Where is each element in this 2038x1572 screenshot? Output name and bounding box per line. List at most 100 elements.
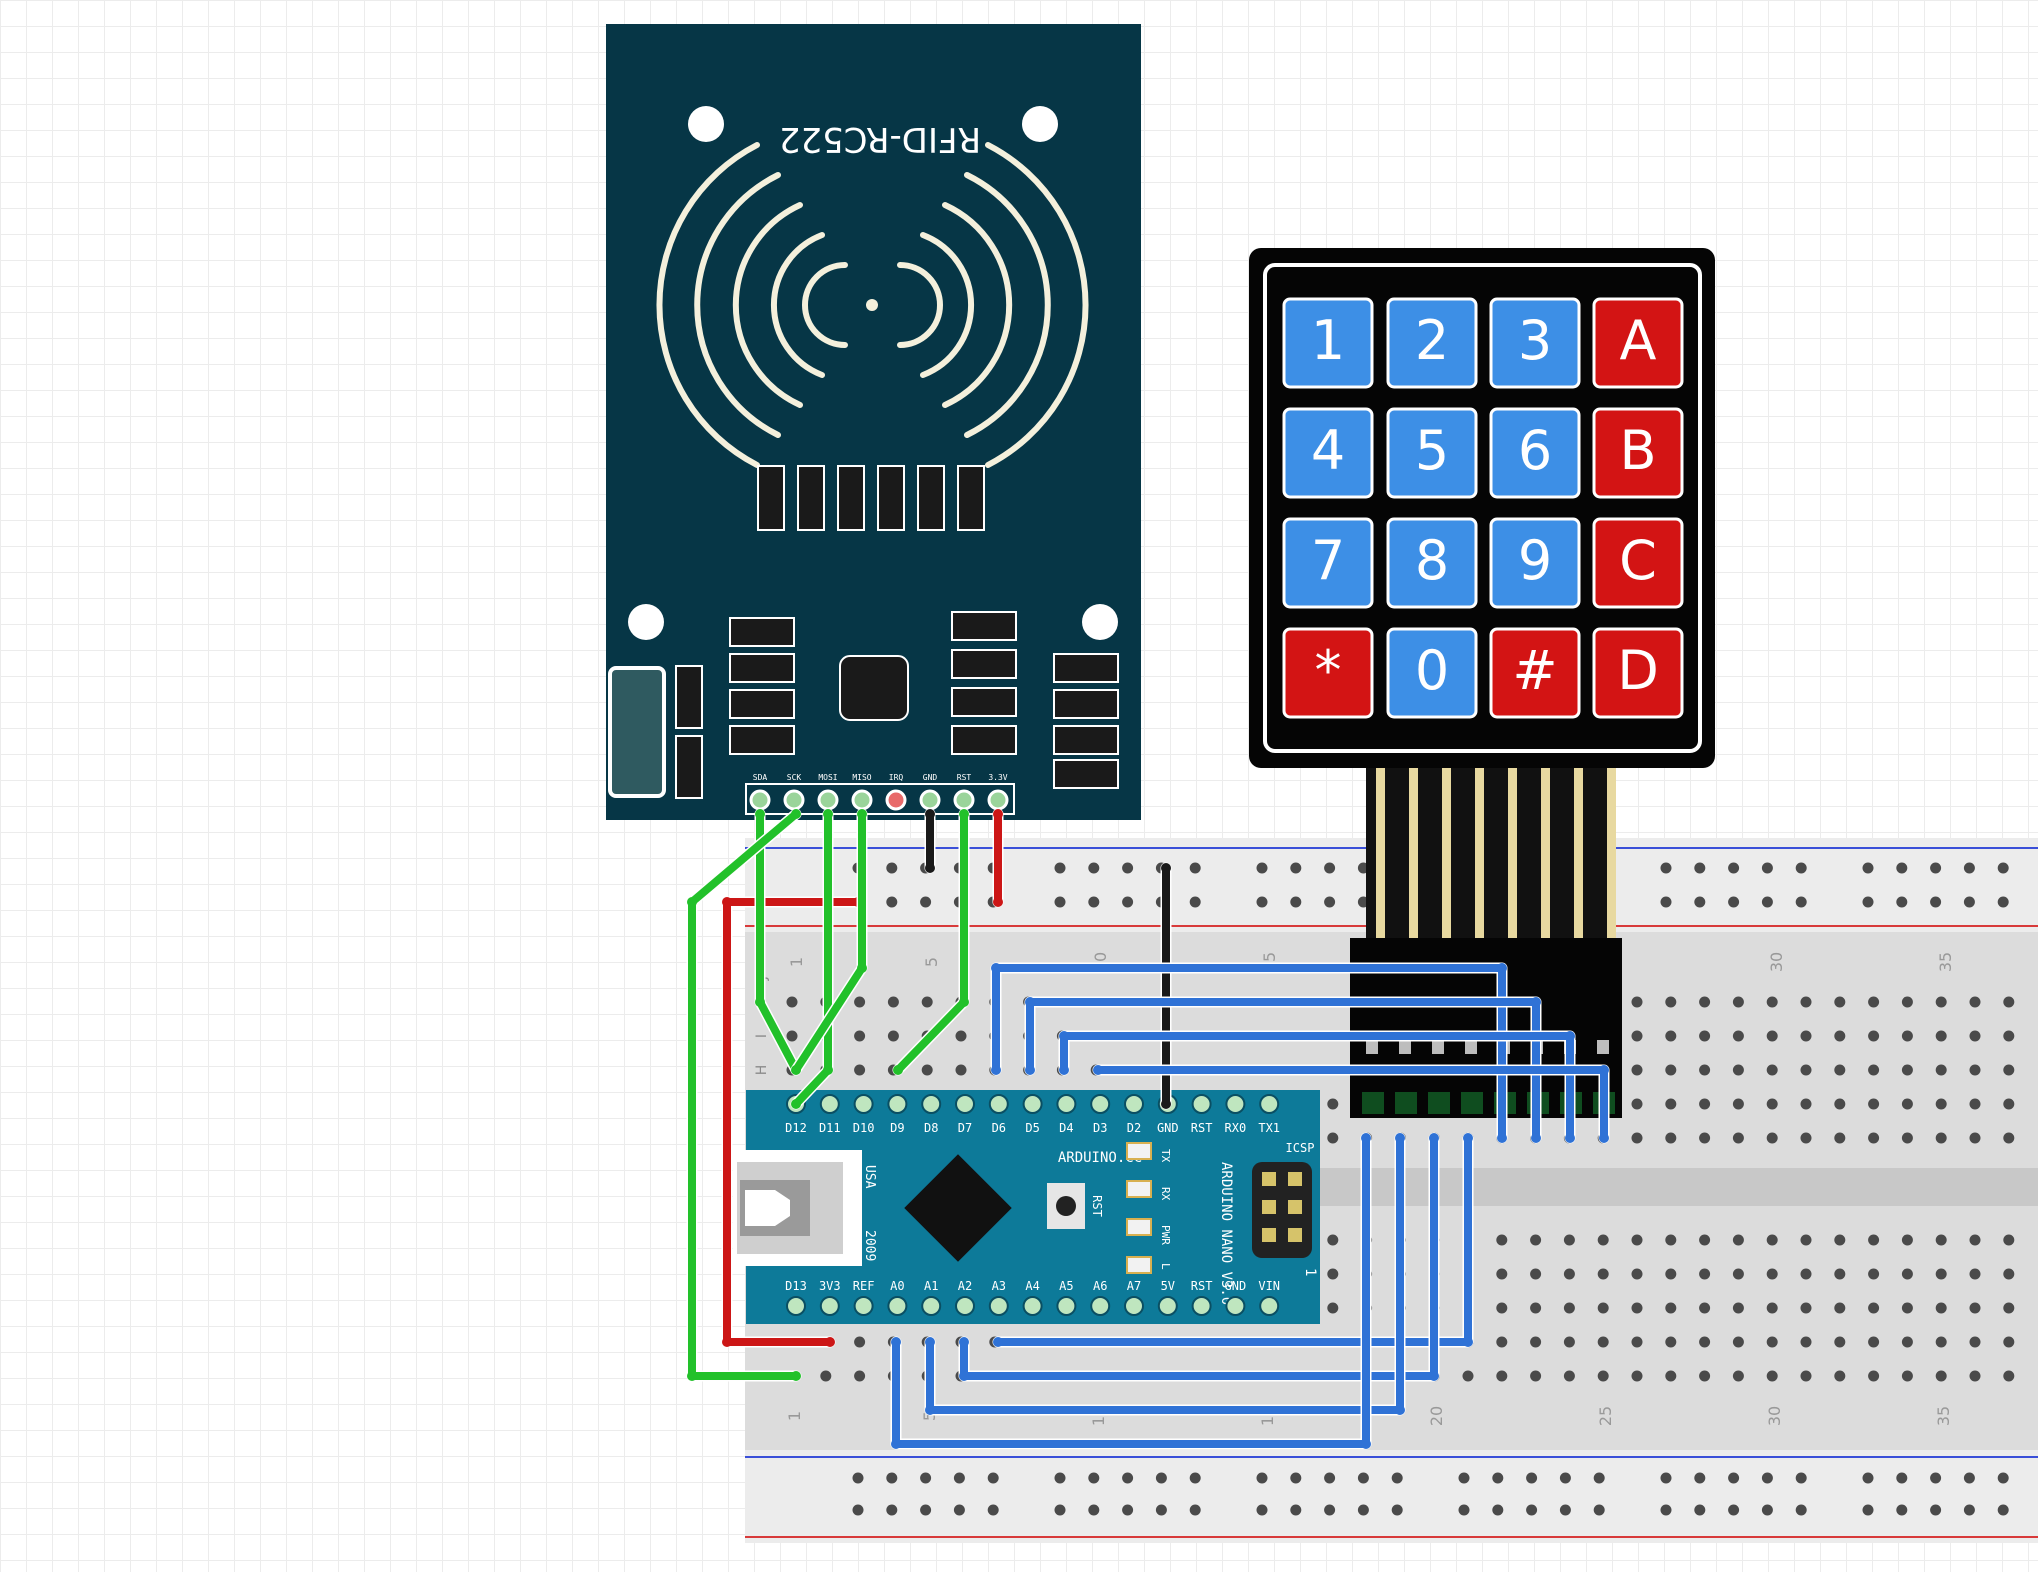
breadboard-hole[interactable]	[1732, 1098, 1744, 1110]
arduino-top-pin[interactable]	[819, 1094, 840, 1114]
breadboard-hole[interactable]	[1896, 896, 1908, 908]
arduino-top-pin[interactable]	[853, 1094, 874, 1114]
breadboard-hole[interactable]	[1901, 996, 1913, 1008]
breadboard-hole[interactable]	[1795, 862, 1807, 874]
breadboard-hole[interactable]	[1969, 1336, 1981, 1348]
breadboard-hole[interactable]	[852, 1504, 864, 1516]
breadboard-hole[interactable]	[1189, 1472, 1201, 1484]
breadboard-hole[interactable]	[1795, 896, 1807, 908]
breadboard-hole[interactable]	[987, 1472, 999, 1484]
keypad-key-cap[interactable]	[1592, 407, 1684, 499]
breadboard-hole[interactable]	[1868, 1336, 1880, 1348]
arduino-bottom-pin[interactable]	[1022, 1296, 1043, 1316]
breadboard-hole[interactable]	[852, 1472, 864, 1484]
breadboard-hole[interactable]	[1256, 1504, 1268, 1516]
breadboard-hole[interactable]	[2003, 1132, 2015, 1144]
breadboard-hole[interactable]	[1963, 1504, 1975, 1516]
breadboard-hole[interactable]	[1766, 1302, 1778, 1314]
breadboard-hole[interactable]	[1699, 1030, 1711, 1042]
breadboard-hole[interactable]	[1800, 1370, 1812, 1382]
keypad-key[interactable]: A	[1592, 297, 1684, 389]
breadboard-hole[interactable]	[1496, 1336, 1508, 1348]
keypad-key[interactable]: 4	[1282, 407, 1374, 499]
breadboard-hole[interactable]	[1665, 1234, 1677, 1246]
breadboard-hole[interactable]	[1563, 1268, 1575, 1280]
breadboard-hole[interactable]	[854, 1336, 866, 1348]
arduino-bottom-pin[interactable]	[1157, 1296, 1178, 1316]
breadboard-hole[interactable]	[1699, 1132, 1711, 1144]
breadboard-hole[interactable]	[1462, 1370, 1474, 1382]
breadboard-hole[interactable]	[1728, 862, 1740, 874]
breadboard-hole[interactable]	[1530, 1370, 1542, 1382]
breadboard-hole[interactable]	[1834, 1234, 1846, 1246]
breadboard-hole[interactable]	[1593, 1504, 1605, 1516]
breadboard-hole[interactable]	[1122, 1472, 1134, 1484]
breadboard-hole[interactable]	[1694, 1472, 1706, 1484]
breadboard-hole[interactable]	[1732, 1336, 1744, 1348]
breadboard-hole[interactable]	[1935, 1132, 1947, 1144]
breadboard-hole[interactable]	[1896, 1504, 1908, 1516]
keypad-key-cap[interactable]	[1489, 407, 1581, 499]
breadboard-hole[interactable]	[1054, 862, 1066, 874]
breadboard-hole[interactable]	[1766, 1064, 1778, 1076]
breadboard-hole[interactable]	[1391, 1504, 1403, 1516]
breadboard-hole[interactable]	[1963, 862, 1975, 874]
breadboard-hole[interactable]	[1496, 1268, 1508, 1280]
breadboard-hole[interactable]	[1935, 1064, 1947, 1076]
breadboard-hole[interactable]	[1862, 1472, 1874, 1484]
breadboard-hole[interactable]	[1665, 1336, 1677, 1348]
arduino-top-pin[interactable]	[1124, 1094, 1144, 1114]
arduino-bottom-pin[interactable]	[955, 1296, 975, 1316]
arduino-top-pin[interactable]	[1225, 1094, 1246, 1114]
breadboard-hole[interactable]	[1862, 896, 1874, 908]
keypad-key[interactable]: #	[1489, 627, 1581, 719]
breadboard-hole[interactable]	[1969, 1098, 1981, 1110]
breadboard-hole[interactable]	[1800, 1336, 1812, 1348]
breadboard-hole[interactable]	[1327, 1132, 1339, 1144]
breadboard-hole[interactable]	[1732, 1302, 1744, 1314]
breadboard-hole[interactable]	[1631, 996, 1643, 1008]
breadboard-hole[interactable]	[1935, 1030, 1947, 1042]
breadboard-hole[interactable]	[1834, 1030, 1846, 1042]
breadboard-hole[interactable]	[1795, 1504, 1807, 1516]
keypad-key[interactable]: 9	[1489, 517, 1581, 609]
breadboard-hole[interactable]	[1496, 1302, 1508, 1314]
breadboard-hole[interactable]	[1969, 996, 1981, 1008]
rfid-pin[interactable]	[919, 789, 941, 811]
breadboard-hole[interactable]	[1868, 1268, 1880, 1280]
breadboard-hole[interactable]	[1530, 1234, 1542, 1246]
breadboard-hole[interactable]	[1800, 1234, 1812, 1246]
breadboard-hole[interactable]	[920, 1504, 932, 1516]
breadboard-hole[interactable]	[1935, 1268, 1947, 1280]
breadboard-hole[interactable]	[1324, 896, 1336, 908]
breadboard-hole[interactable]	[1088, 862, 1100, 874]
breadboard-hole[interactable]	[1631, 1336, 1643, 1348]
breadboard-hole[interactable]	[1290, 1504, 1302, 1516]
breadboard-hole[interactable]	[1997, 1472, 2009, 1484]
breadboard-hole[interactable]	[1563, 1336, 1575, 1348]
breadboard-hole[interactable]	[1896, 1472, 1908, 1484]
breadboard-hole[interactable]	[1699, 1234, 1711, 1246]
keypad-key[interactable]: 2	[1386, 297, 1478, 389]
breadboard-hole[interactable]	[1122, 896, 1134, 908]
breadboard-hole[interactable]	[2003, 1234, 2015, 1246]
arduino-nano[interactable]: RST ARDUINO.CC USA 2009 ARDUINO NANO V3.…	[733, 1090, 1320, 1324]
breadboard-hole[interactable]	[1189, 862, 1201, 874]
breadboard-hole[interactable]	[1597, 1268, 1609, 1280]
breadboard-hole[interactable]	[1834, 1302, 1846, 1314]
breadboard-hole[interactable]	[820, 1370, 832, 1382]
breadboard-hole[interactable]	[1766, 1370, 1778, 1382]
breadboard-hole[interactable]	[1458, 1472, 1470, 1484]
breadboard-hole[interactable]	[1665, 1268, 1677, 1280]
breadboard-hole[interactable]	[1800, 1064, 1812, 1076]
breadboard-hole[interactable]	[1631, 1064, 1643, 1076]
keypad-key-cap[interactable]	[1592, 627, 1684, 719]
breadboard-hole[interactable]	[1496, 1234, 1508, 1246]
breadboard-hole[interactable]	[1327, 1268, 1339, 1280]
breadboard-hole[interactable]	[1766, 1098, 1778, 1110]
breadboard-hole[interactable]	[1868, 1302, 1880, 1314]
breadboard-hole[interactable]	[1901, 1132, 1913, 1144]
breadboard-hole[interactable]	[1761, 896, 1773, 908]
breadboard-hole[interactable]	[1935, 1098, 1947, 1110]
breadboard-hole[interactable]	[1728, 1504, 1740, 1516]
